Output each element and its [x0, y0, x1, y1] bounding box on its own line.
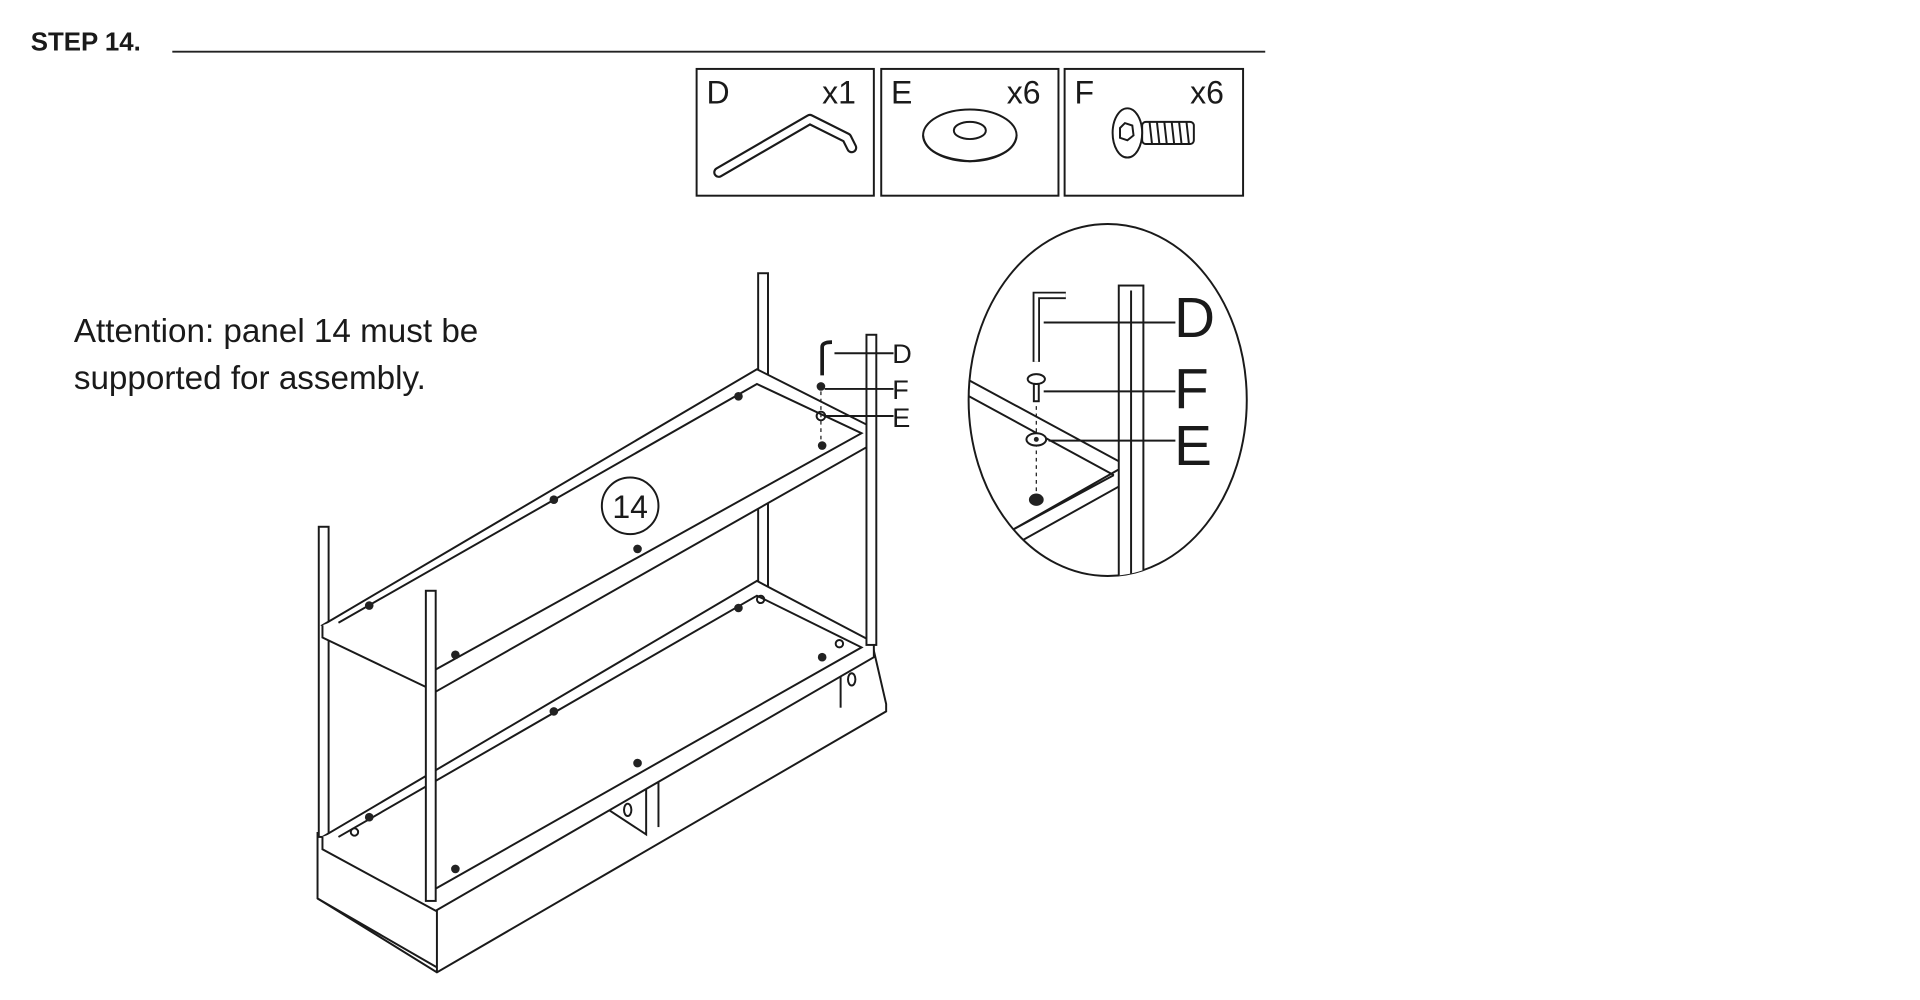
attention-line-1: Attention: panel 14 must be	[74, 313, 478, 350]
part-letter: F	[1074, 74, 1094, 110]
part-box-f: F x6	[1063, 67, 1245, 197]
post-front-left	[424, 589, 437, 902]
part-letter: D	[706, 74, 729, 110]
part-quantity: x6	[1190, 74, 1224, 110]
detail-view: D F E	[967, 223, 1248, 577]
bottom-shelf	[320, 579, 876, 912]
center-divider	[602, 777, 648, 837]
attention-line-2: supported for assembly.	[74, 360, 426, 397]
detail-callout-f: F	[1174, 358, 1209, 421]
allen-key-icon	[713, 113, 858, 178]
callout-d: D	[892, 338, 912, 369]
detail-callout-d: D	[1174, 286, 1215, 349]
panel-number-badge	[600, 476, 660, 536]
screw-icon	[1111, 107, 1195, 159]
part-quantity: x6	[1007, 74, 1041, 110]
part-letter: E	[891, 74, 912, 110]
part-quantity: x1	[822, 74, 856, 110]
screw-icon	[1026, 373, 1046, 403]
part-box-e: E x6	[880, 67, 1060, 197]
callout-f: F	[892, 374, 909, 405]
callout-e: E	[892, 402, 910, 433]
shelf-diagram: 14 D F E	[316, 272, 912, 974]
part-box-d: D x1	[695, 67, 875, 197]
screw-icon	[816, 382, 826, 391]
post-front-right	[865, 333, 878, 646]
panel-label: 14	[612, 489, 648, 525]
step-title: STEP 14.	[31, 28, 141, 56]
washer-icon	[922, 108, 1018, 163]
post-back-left	[317, 525, 330, 838]
allen-key-icon	[820, 340, 833, 376]
detail-callout-e: E	[1174, 414, 1212, 477]
